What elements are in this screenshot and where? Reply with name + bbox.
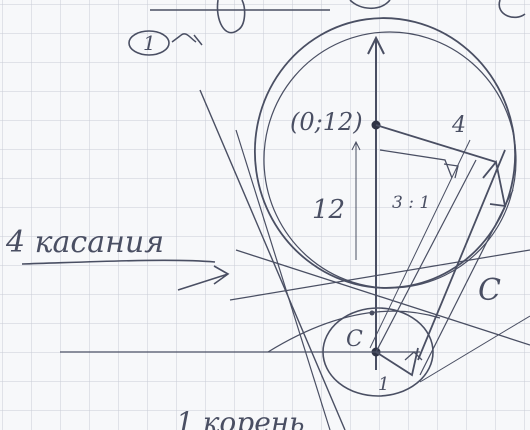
upper-right-angle: [482, 159, 507, 208]
radius-lower-label: 1: [378, 374, 389, 395]
top-scribble: [150, 0, 526, 34]
item-number-circle: [128, 30, 170, 56]
distance-tick: [351, 140, 361, 260]
tangent-right: [417, 149, 506, 361]
tangent-cross-2: [229, 249, 530, 301]
right-mark-label: C: [478, 273, 501, 308]
lower-center-label: C: [346, 327, 363, 352]
internal-diagonal-2: [369, 139, 471, 349]
answer-note: 1 корень: [176, 406, 304, 430]
tangent-left-1: [199, 89, 346, 430]
axis-arrow: [367, 35, 385, 55]
lower-radius: [375, 347, 419, 377]
item-number-tick: [171, 33, 203, 46]
cross-arc: [267, 310, 441, 353]
tangent-cross-4: [419, 315, 530, 383]
vertical-distance-label: 12: [312, 195, 345, 225]
tangent-cross-1: [235, 249, 530, 346]
internal-diagonal: [375, 159, 477, 353]
upper-radius: [375, 124, 497, 163]
tangent-note-underline: [21, 259, 216, 265]
ratio-label: 3 : 1: [392, 193, 430, 213]
upper-center-label: (0;12): [290, 108, 363, 136]
upper-parallel-line: [379, 149, 453, 179]
item-number: 1: [143, 31, 156, 55]
tangent-note-arrow: [177, 265, 230, 291]
radius-upper-label: 4: [451, 113, 466, 138]
tangent-left-2: [235, 129, 331, 430]
tangent-right-2: [419, 189, 514, 376]
tangent-count-note: 4 касания: [5, 225, 164, 260]
